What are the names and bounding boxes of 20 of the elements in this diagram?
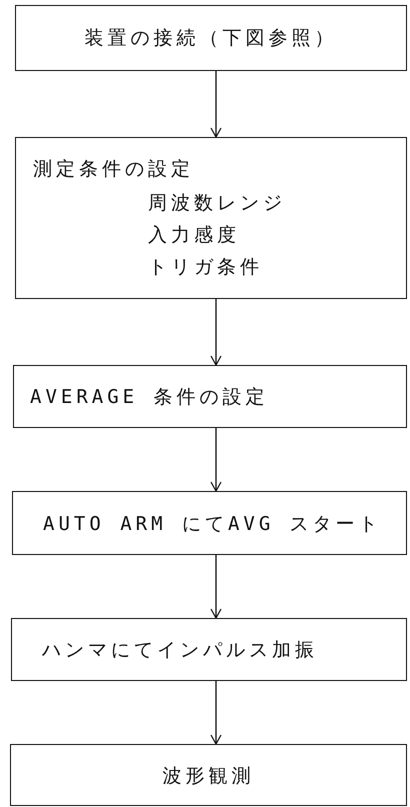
step-label: AUTO ARM にてAVG スタート — [43, 513, 382, 535]
step-label: 波形観測 — [162, 765, 256, 787]
process-box — [13, 365, 407, 428]
step-detail: 周波数レンジ — [148, 192, 286, 214]
step-detail: 入力感度 — [148, 224, 240, 246]
arrow — [210, 428, 222, 492]
step-detail: トリガ条件 — [148, 256, 263, 278]
process-box — [15, 5, 407, 71]
arrow — [210, 299, 222, 366]
process-box — [11, 618, 407, 681]
step-label: 測定条件の設定 — [33, 158, 194, 180]
process-box — [15, 137, 407, 299]
step-label: ハンマにてインパルス加振 — [42, 639, 318, 661]
arrow — [210, 681, 222, 745]
step-label: AVERAGE 条件の設定 — [30, 386, 269, 408]
arrow — [210, 71, 222, 138]
arrow — [210, 555, 222, 619]
step-label: 装置の接続（下図参照） — [84, 27, 338, 49]
process-box — [10, 744, 407, 806]
process-box — [12, 491, 407, 555]
